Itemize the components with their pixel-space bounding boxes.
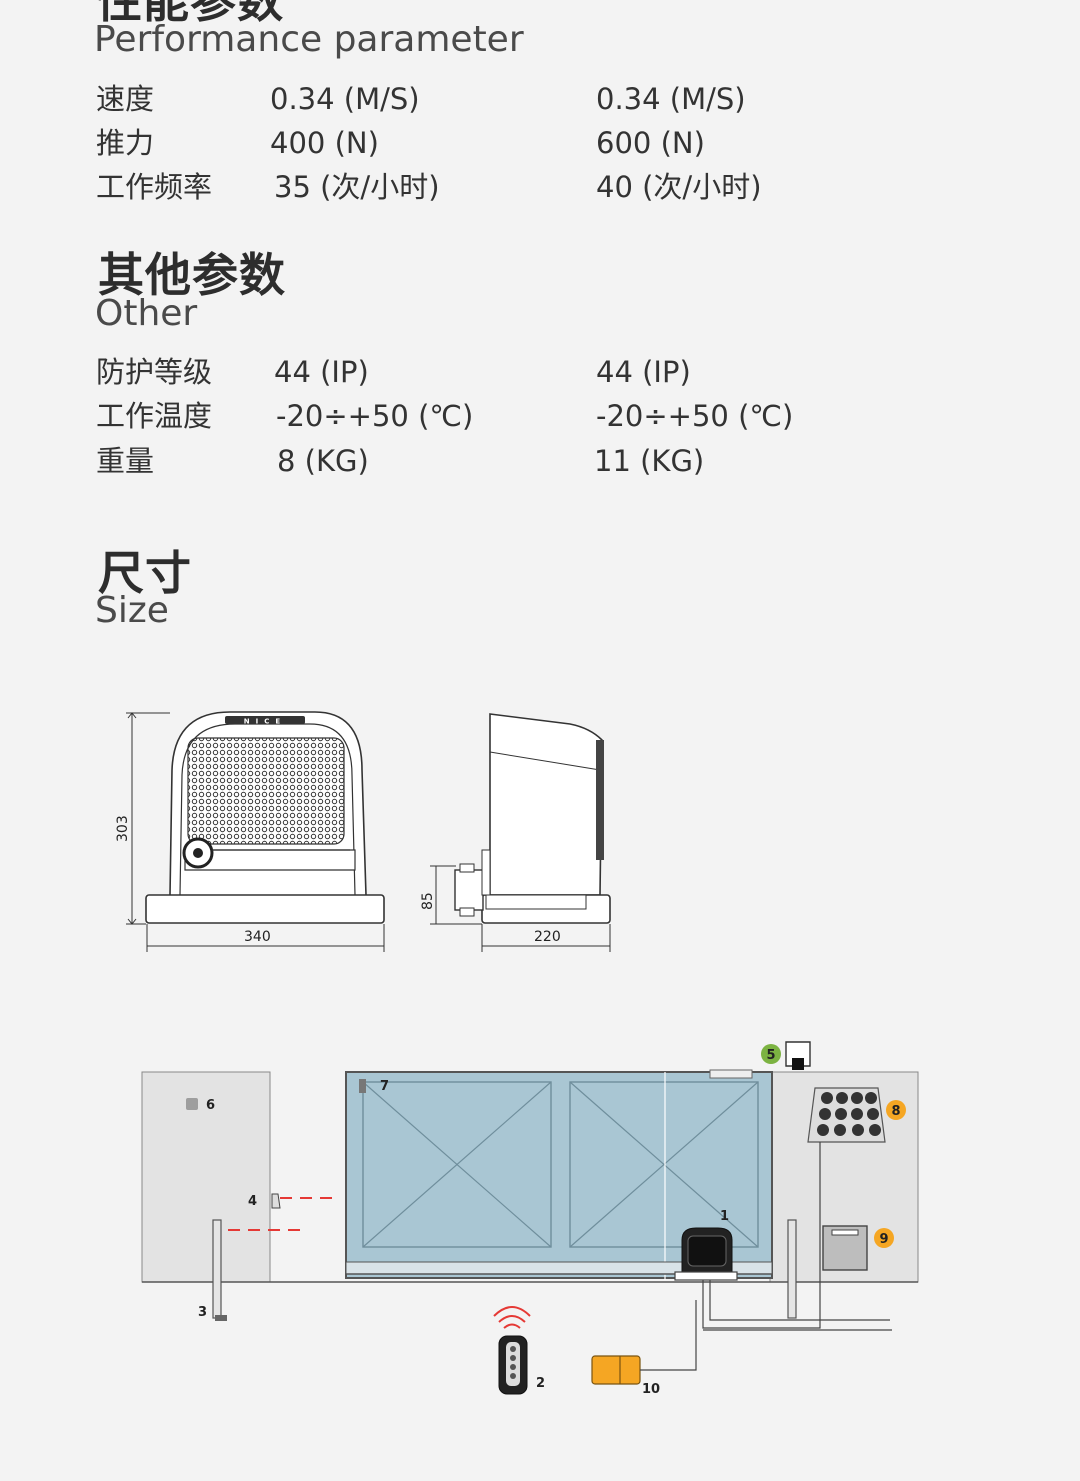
wall-light-icon	[186, 1098, 198, 1110]
spec-label: 推力	[96, 126, 155, 160]
spec-value-model-b: 40 (次/小时)	[596, 170, 762, 204]
size-title-cn: 尺寸	[98, 546, 192, 600]
dimension-drawing: NICE 303 340 85 220	[115, 711, 611, 952]
spec-value-model-a: 8 (KG)	[277, 444, 369, 478]
brand-logo-text: NICE	[244, 718, 286, 726]
spec-value-model-a: 0.34 (M/S)	[270, 82, 420, 116]
spec-row-protection: 防护等级 44 (IP) 44 (IP)	[0, 352, 1080, 392]
spec-value-model-b: -20÷+50 (℃)	[596, 399, 794, 433]
spec-row-speed: 速度 0.34 (M/S) 0.34 (M/S)	[0, 79, 1080, 119]
spec-row-temperature: 工作温度 -20÷+50 (℃) -20÷+50 (℃)	[0, 396, 1080, 436]
label-2: 2	[536, 1376, 545, 1391]
label-3: 3	[198, 1305, 207, 1320]
label-9-badge	[874, 1228, 894, 1248]
side-view	[454, 713, 611, 924]
label-8: 8	[891, 1104, 900, 1119]
performance-title-cn: 性能参数	[96, 0, 284, 28]
depth-dimension	[481, 924, 611, 952]
front-view: NICE	[145, 711, 385, 924]
label-9: 9	[879, 1232, 888, 1247]
spec-row-weight: 重量 8 (KG) 11 (KG)	[0, 441, 1080, 481]
dim-base-label: 85	[420, 892, 436, 910]
spec-row-frequency: 工作频率 35 (次/小时) 40 (次/小时)	[0, 167, 1080, 207]
spec-value-model-b: 600 (N)	[596, 126, 705, 160]
solar-panel-icon	[807, 1087, 886, 1143]
base-dimension	[430, 865, 482, 925]
label-8-badge	[886, 1100, 906, 1120]
dim-depth-label: 220	[534, 929, 561, 945]
other-title-en: Other	[95, 293, 198, 334]
label-10: 10	[642, 1382, 660, 1397]
spec-value-model-a: -20÷+50 (℃)	[276, 399, 474, 433]
label-5: 5	[766, 1048, 775, 1063]
battery-box-icon	[822, 1225, 868, 1271]
key-selector-icon	[591, 1355, 641, 1385]
left-wall	[141, 1071, 271, 1283]
label-7: 7	[380, 1079, 389, 1094]
spec-row-thrust: 推力 400 (N) 600 (N)	[0, 123, 1080, 163]
photocell-post-right	[787, 1219, 797, 1319]
dim-height-label: 303	[115, 815, 131, 842]
spec-value-model-a: 400 (N)	[270, 126, 379, 160]
size-title-en: Size	[95, 590, 169, 631]
spec-value-model-b: 11 (KG)	[594, 444, 705, 478]
spec-label: 速度	[96, 82, 155, 116]
spec-value-model-b: 44 (IP)	[596, 355, 691, 389]
spec-label: 工作频率	[96, 170, 213, 204]
gate-motor-icon	[674, 1227, 738, 1281]
spec-label: 防护等级	[96, 355, 213, 389]
label-5-badge	[761, 1044, 781, 1064]
remote-control-icon	[493, 1306, 531, 1395]
height-dimension	[126, 712, 170, 925]
spec-label: 工作温度	[96, 399, 213, 433]
performance-title-en: Performance parameter	[94, 19, 524, 60]
label-4: 4	[248, 1194, 257, 1209]
spec-value-model-b: 0.34 (M/S)	[596, 82, 746, 116]
label-6: 6	[206, 1098, 215, 1113]
other-title-cn: 其他参数	[98, 248, 286, 302]
installation-diagram: 6 7 5 8 9	[141, 1041, 919, 1397]
spec-value-model-a: 35 (次/小时)	[274, 170, 440, 204]
dim-width-label: 340	[244, 929, 271, 945]
photocell-wall-icon	[271, 1193, 281, 1209]
label-1: 1	[720, 1209, 729, 1224]
width-dimension	[146, 924, 385, 952]
spec-value-model-a: 44 (IP)	[274, 355, 369, 389]
spec-label: 重量	[96, 444, 155, 478]
photocell-post-left	[212, 1219, 222, 1319]
gate-lock-icon	[359, 1079, 366, 1093]
